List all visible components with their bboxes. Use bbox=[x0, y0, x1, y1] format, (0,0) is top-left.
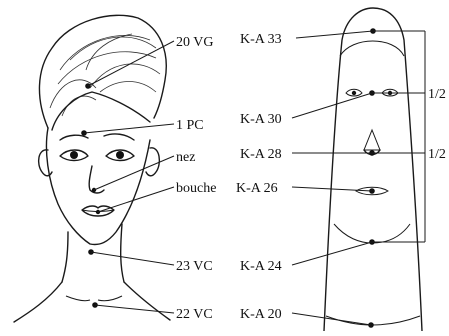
neck-right bbox=[121, 224, 124, 282]
shoulder-right bbox=[124, 282, 170, 320]
collarbone-right bbox=[98, 296, 122, 301]
left-pupil bbox=[70, 151, 78, 159]
label-23vc: 23 VC bbox=[176, 259, 213, 274]
leader-ka24 bbox=[292, 242, 372, 265]
hair-strand bbox=[100, 82, 156, 93]
label-nez: nez bbox=[176, 150, 195, 165]
neck-left bbox=[62, 232, 68, 282]
face-outline bbox=[46, 128, 150, 245]
leader-ka30 bbox=[292, 93, 372, 118]
leader-1pc bbox=[84, 124, 174, 133]
left-eyebrow bbox=[60, 135, 88, 140]
leader-23vc bbox=[91, 252, 174, 265]
label-ka33: K-A 33 bbox=[240, 32, 282, 47]
right-pupil bbox=[116, 151, 124, 159]
label-half-lower: 1/2 bbox=[428, 147, 446, 162]
label-ka24: K-A 24 bbox=[240, 259, 282, 274]
schematic-nose bbox=[364, 130, 380, 150]
leader-bouche bbox=[98, 187, 174, 212]
schematic-face bbox=[324, 8, 422, 331]
left-ear bbox=[39, 150, 52, 176]
label-1pc: 1 PC bbox=[176, 118, 204, 133]
label-half-upper: 1/2 bbox=[428, 87, 446, 102]
label-22vc: 22 VC bbox=[176, 307, 213, 322]
hair-outline bbox=[39, 15, 166, 128]
label-ka28: K-A 28 bbox=[240, 147, 282, 162]
label-ka20: K-A 20 bbox=[240, 307, 282, 322]
label-ka26: K-A 26 bbox=[236, 181, 278, 196]
leader-ka33 bbox=[296, 31, 373, 38]
hair-strand bbox=[58, 52, 156, 84]
schematic-left-pupil bbox=[352, 91, 356, 95]
label-ka30: K-A 30 bbox=[240, 112, 282, 127]
schematic-outline bbox=[324, 8, 422, 331]
schematic-crown-arc bbox=[340, 41, 404, 56]
leader-nez bbox=[94, 156, 174, 190]
shoulder-left bbox=[14, 282, 62, 322]
leader-22vc bbox=[95, 305, 174, 313]
right-eyebrow bbox=[104, 134, 134, 140]
leader-ka20 bbox=[292, 313, 371, 325]
label-bouche: bouche bbox=[176, 181, 216, 196]
hair-strand bbox=[90, 64, 160, 88]
label-20vg: 20 VG bbox=[176, 35, 213, 50]
collarbone-left bbox=[66, 296, 90, 301]
head-illustration bbox=[14, 15, 170, 322]
hairline bbox=[52, 92, 150, 130]
